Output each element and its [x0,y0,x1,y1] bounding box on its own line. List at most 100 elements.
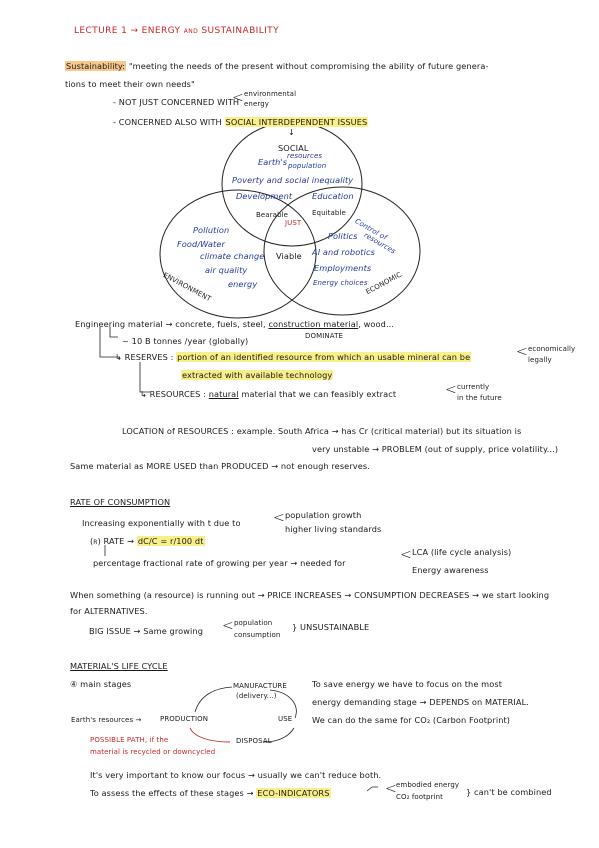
eco-indicators: ECO-INDICATORS [256,788,331,798]
sustainability-definition-line1: Sustainability: "meeting the needs of th… [65,61,489,71]
energy-awareness-label: Energy awareness [412,565,489,575]
stage-production: PRODUCTION [160,715,209,723]
materials-line1: Engineering material → concrete, fuels, … [75,320,394,328]
venn-circle-economic [263,186,421,316]
percentage-line: percentage fractional rate of growing pe… [93,558,346,568]
lifecycle-stages: ④ main stages [70,679,132,689]
stage-disposal: DISPOSAL [236,737,272,745]
venn-env-item-energy: energy [228,279,258,289]
stage-delivery: (delivery...) [236,692,277,700]
location-line1: LOCATION of RESOURCES : example. South A… [122,426,522,436]
social-issues-highlight: SOCIAL INTERDEPENDENT ISSUES [224,117,369,127]
unsustainable-label: } UNSUSTAINABLE [292,622,370,632]
consumption-label: consumption [234,631,281,639]
not-just-concerned: - NOT JUST CONCERNED WITH [113,97,240,107]
brace-glyph: < [400,547,412,563]
venn-social-item-earths: Earth's [258,157,288,167]
env-label: environmental [244,90,297,98]
venn-just: JUST [285,219,302,227]
venn-viable: Viable [276,251,302,261]
resources-natural: natural [208,389,239,399]
brace-glyph: < [232,90,244,106]
venn-circle-environment [159,189,317,319]
tonnes-per-year: ~ 10 B tonnes /year (globally) [122,336,249,346]
sustainability-term: Sustainability: [65,61,127,71]
lecture-title: LECTURE 1 → ENERGY and SUSTAINABILITY [74,26,279,36]
venn-env-item-air: air quality [205,265,248,275]
brace-glyph: < [445,382,457,398]
energy-label: energy [244,100,269,108]
population-label: population [234,619,273,627]
stage-manufacture: MANUFACTURE [233,682,287,690]
brace-glyph: < [516,344,528,360]
when-line1: When something (a resource) is running o… [70,590,550,600]
venn-social-item-resources: resources [287,152,323,160]
co2-footprint: CO₂ footprint [396,793,443,801]
reserves-highlight-1: portion of an identified resource from w… [176,352,472,362]
concerned-also: - CONCERNED ALSO WITH SOCIAL INTERDEPEND… [113,117,369,127]
brace-glyph: < [385,781,397,797]
possible-path-2: material is recycled or downcycled [90,748,216,756]
save-energy-3: We can do the same for CO₂ (Carbon Footp… [312,715,511,725]
save-energy-1: To save energy we have to focus on the m… [312,679,503,689]
brace-glyph: < [273,510,285,526]
assess-line: To assess the effects of these stages → … [90,788,331,798]
save-energy-2: energy demanding stage → DEPENDS on MATE… [312,697,529,707]
resources-rest: material that we can feasibly extract [241,389,397,399]
venn-env-item-pollution: Pollution [193,225,230,235]
rate-heading: RATE OF CONSUMPTION [70,497,171,507]
cant-be-combined: } can't be combined [466,787,552,797]
venn-bearable: Bearable [256,211,289,219]
higher-living: higher living standards [285,524,382,534]
lca-label: LCA (life cycle analysis) [412,547,512,557]
same-material-line: Same material as MORE USED than PRODUCED… [70,461,370,471]
brace-glyph: < [222,618,234,634]
reserves-prefix: ↳ RESERVES : [115,352,174,362]
resources-prefix: ↳ RESOURCES : [140,389,206,399]
big-issue-line: BIG ISSUE → Same growing [89,626,203,636]
sustainability-definition-text: "meeting the needs of the present withou… [128,61,489,71]
materials-line1-a: Engineering material → concrete, fuels, … [75,319,266,329]
currently-label: currently [457,383,490,391]
venn-env-item-climate: climate change [200,251,265,261]
venn-econ-item-politics: Politics [328,231,358,241]
reserves-line2: extracted with available technology [181,370,334,380]
venn-social-label: SOCIAL [278,143,309,153]
sustainability-definition-line2: tions to meet their own needs" [65,79,195,89]
economically-label: economically [528,345,576,353]
future-label: in the future [457,394,502,402]
venn-social-item-development: Development [236,191,293,201]
reserves-highlight-2: extracted with available technology [181,370,334,380]
rate-prefix: (r) RATE → [90,536,135,546]
venn-social-item-population: population [288,162,327,170]
materials-line1-c: , wood... [358,319,395,329]
lifecycle-heading: MATERIAL'S LIFE CYCLE [70,661,168,671]
assess-prefix: To assess the effects of these stages → [90,788,254,798]
embodied-energy: embodied energy [396,781,460,789]
concerned-also-prefix: - CONCERNED ALSO WITH [113,117,222,127]
unsustainable-text: UNSUSTAINABLE [300,622,370,632]
when-line2: for ALTERNATIVES. [70,606,148,616]
population-growth: population growth [285,510,362,520]
down-arrow-icon: ↓ [288,127,295,137]
venn-social-item-education: Education [312,191,354,201]
dominate-label: DOMINATE [305,332,343,340]
reserves-line1: ↳ RESERVES : portion of an identified re… [115,352,472,362]
venn-equitable: Equitable [312,209,346,217]
location-line2: very unstable → PROBLEM (out of supply, … [312,444,559,454]
stage-use: USE [278,715,293,723]
construction-material: construction material [268,319,359,329]
venn-social-item-poverty: Poverty and social inequality [232,175,354,185]
rate-line: (r) RATE → dC/C = r/100 dt [90,536,205,546]
legally-label: legally [528,356,552,364]
possible-path-1: POSSIBLE PATH, if the [90,736,169,744]
increasing-line: Increasing exponentially with t due to [82,518,241,528]
venn-env-item-foodwater: Food/Water [177,239,225,249]
earths-resources: Earth's resources → [71,716,142,724]
venn-econ-item-employments: Employments [314,263,372,273]
important-line: It's very important to know our focus → … [90,770,382,780]
venn-econ-item-energy-choices: Energy choices [313,279,368,287]
rate-formula: dC/C = r/100 dt [136,536,205,546]
resources-line: ↳ RESOURCES : natural material that we c… [140,390,396,398]
venn-econ-item-ai: AI and robotics [312,247,375,257]
